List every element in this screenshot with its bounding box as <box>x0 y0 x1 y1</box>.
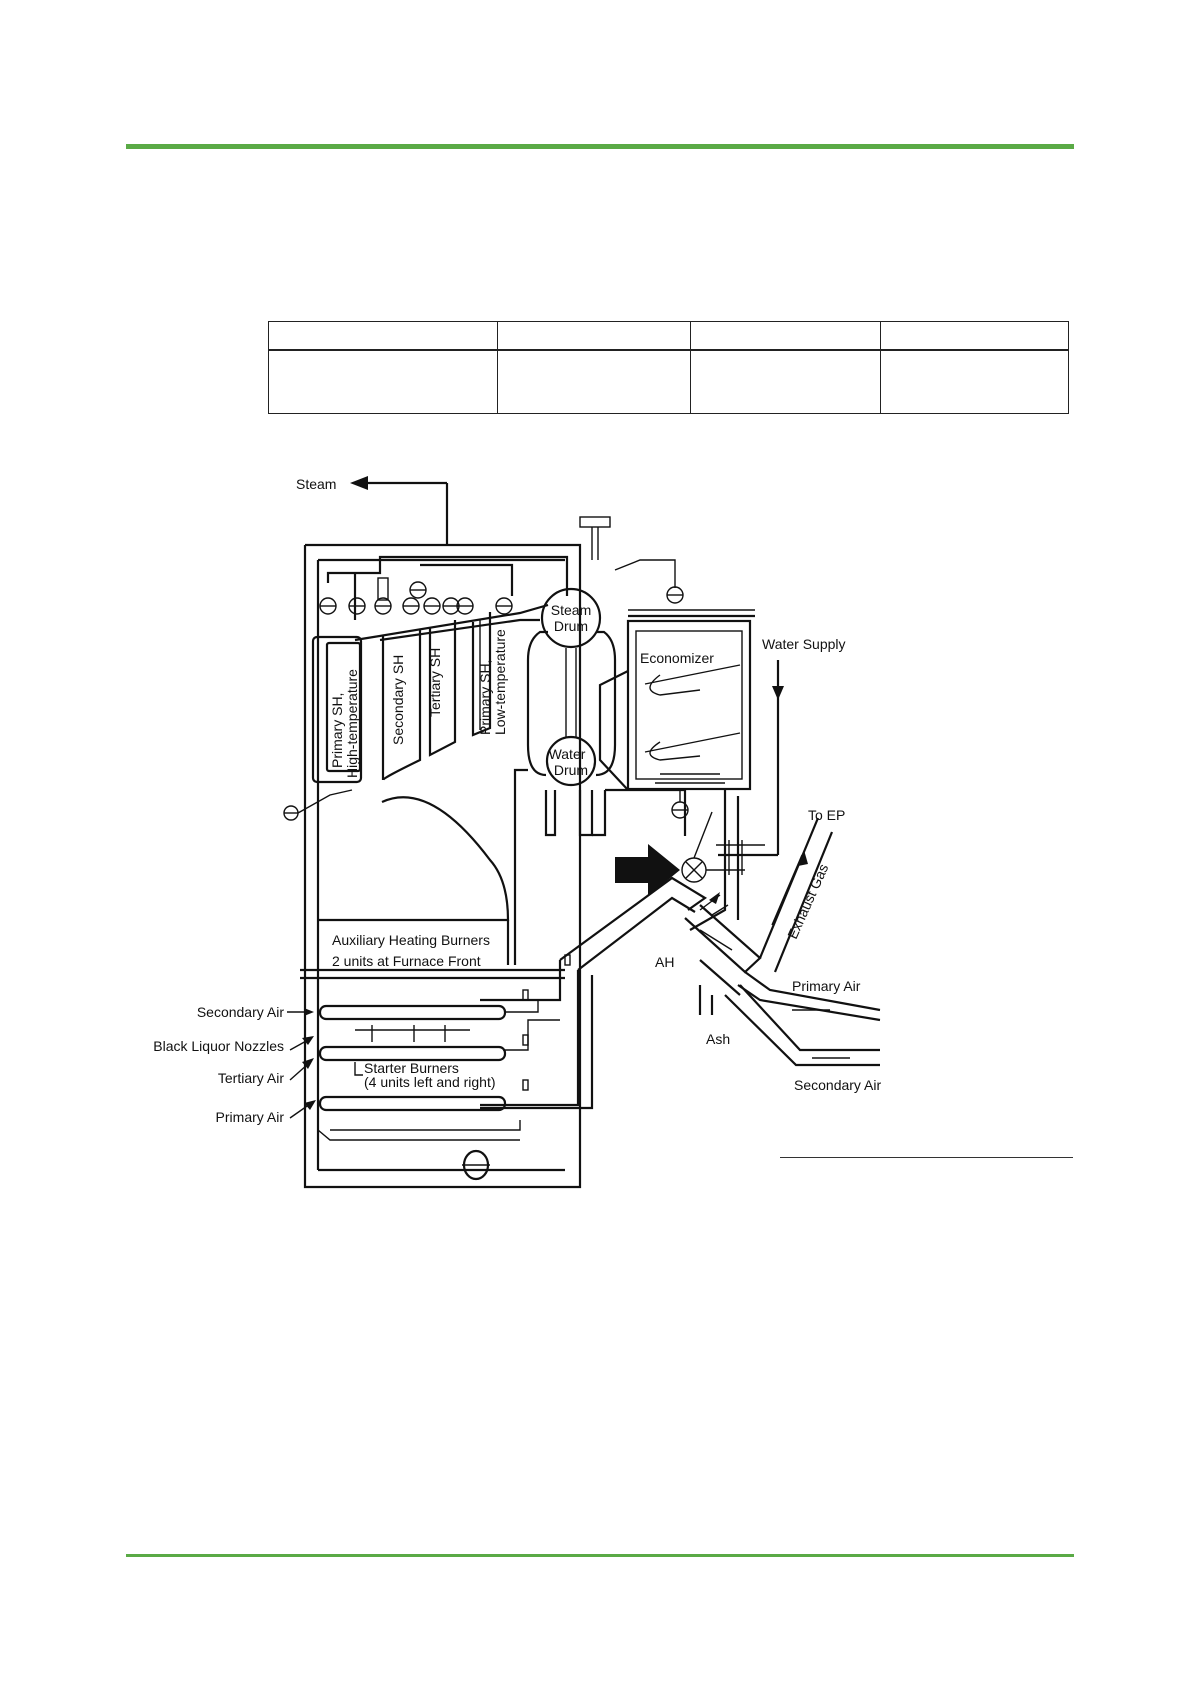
valve-icon <box>377 577 389 601</box>
label-tertiary-air-left: Tertiary Air <box>218 1070 284 1086</box>
label-steam-drum: Drum <box>554 618 588 634</box>
label-water-supply: Water Supply <box>762 636 846 652</box>
roof-headers <box>326 555 569 642</box>
valve-icon <box>522 1034 529 1046</box>
burner-rows <box>300 954 571 1112</box>
table-cell <box>497 349 691 414</box>
flow-arrow-icon <box>649 741 701 761</box>
label-secondary-sh: Secondary SH <box>390 655 406 745</box>
fan-air-inlets <box>724 971 881 1067</box>
diagram-labels: Steam Steam Drum Water Drum Economizer W… <box>153 476 881 1125</box>
label-starter-burners: Starter Burners <box>364 1060 459 1076</box>
label-aux-burners: Auxiliary Heating Burners <box>332 932 490 948</box>
label-primary-sh-low: Primary SH, <box>477 660 493 735</box>
table-cell <box>268 349 498 414</box>
label-steam-drum: Steam <box>551 602 591 618</box>
header-valves <box>283 577 513 821</box>
table-row <box>268 349 1069 414</box>
table-header-cell <box>268 321 498 351</box>
label-secondary-air-left: Secondary Air <box>197 1004 284 1020</box>
drum-assembly <box>513 587 617 840</box>
air-heater-duct <box>480 876 762 1110</box>
header-rule <box>126 144 1074 149</box>
label-aux-burners: 2 units at Furnace Front <box>332 953 481 969</box>
valve-icon <box>522 1079 529 1091</box>
label-ah: AH <box>655 954 674 970</box>
boiler-casing <box>303 543 582 1189</box>
table-header-row <box>268 321 1069 351</box>
economizer <box>598 609 755 791</box>
water-supply-line <box>614 559 784 857</box>
steam-outlet-line <box>350 476 449 545</box>
label-exhaust-gas: Exhaust Gas <box>784 861 831 941</box>
hearth <box>462 1149 490 1188</box>
spec-table <box>268 321 1069 414</box>
footer-rule <box>126 1554 1074 1557</box>
label-starter-burners: (4 units left and right) <box>364 1074 496 1090</box>
superheater-panels <box>311 612 492 784</box>
flow-arrow-icon <box>772 686 784 700</box>
left-pointers <box>287 1008 316 1119</box>
label-primary-air-left: Primary Air <box>216 1109 285 1125</box>
source-divider <box>780 1157 1073 1158</box>
label-primary-air-right: Primary Air <box>792 978 861 994</box>
exhaust-gas-duct <box>699 817 834 973</box>
table-cell <box>880 349 1069 414</box>
steam-drum <box>540 587 602 649</box>
flow-arrow-icon <box>709 892 720 904</box>
label-water-drum: Drum <box>554 762 588 778</box>
flow-arrow-icon <box>798 850 808 866</box>
table-header-cell <box>690 321 881 351</box>
label-primary-sh-low: Low-temperature <box>492 629 508 735</box>
label-secondary-air-right: Secondary Air <box>794 1077 881 1093</box>
label-water-drum: Water <box>549 746 586 762</box>
label-primary-sh-high: High-temperature <box>344 669 360 778</box>
black-liquor-inlet <box>615 811 765 896</box>
valve-icon <box>564 954 571 966</box>
table-header-cell <box>880 321 1069 351</box>
stack-cap <box>579 516 611 560</box>
flow-arrow-icon <box>615 844 680 896</box>
water-drum <box>545 735 597 787</box>
label-primary-sh-high: Primary SH, <box>329 693 345 768</box>
label-ash: Ash <box>706 1031 730 1047</box>
economizer-housing <box>626 619 752 791</box>
label-black-liquor-nozzles: Black Liquor Nozzles <box>153 1038 284 1054</box>
label-to-ep: To EP <box>808 807 845 823</box>
rear-gas-passage <box>605 788 740 931</box>
furnace-nose <box>318 796 517 965</box>
label-steam: Steam <box>296 476 336 492</box>
label-economizer: Economizer <box>640 650 714 666</box>
flow-arrow-icon <box>649 674 701 696</box>
flow-arrow-icon <box>350 476 368 490</box>
label-tertiary-sh: Tertiary SH <box>427 648 443 717</box>
valve-icon <box>522 989 529 1001</box>
table-cell <box>690 349 881 414</box>
